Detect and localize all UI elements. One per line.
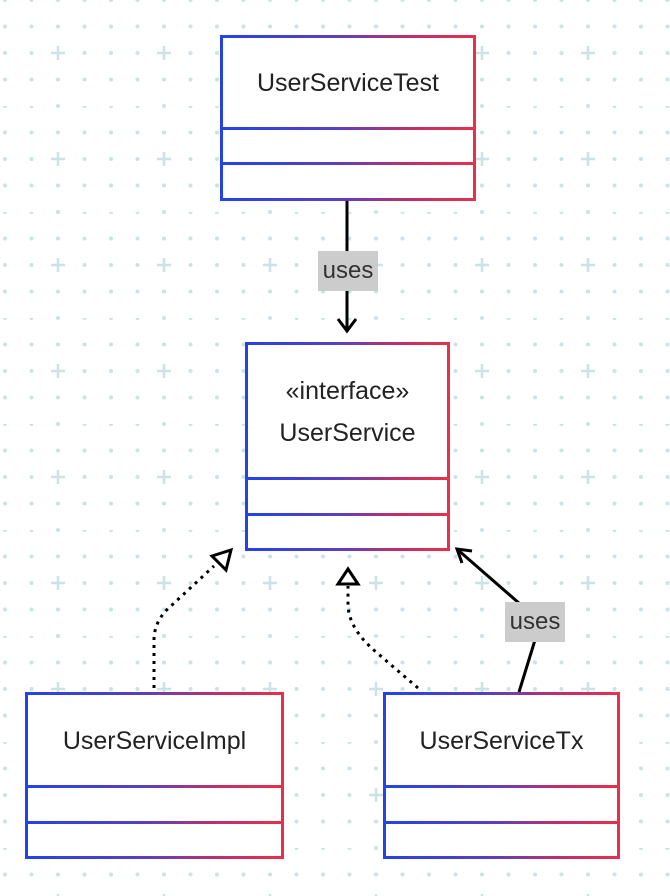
class-user-service-tx[interactable]: UserServiceTx [383,692,620,859]
impl-realization-arrowhead [209,547,234,573]
class-user-service-test-header: UserServiceTest [223,38,473,128]
tx-realization-edge [346,586,419,690]
class-user-service-test-name: UserServiceTest [257,69,439,97]
test-uses-arrowhead [336,318,358,334]
impl-realization-edge [152,564,216,688]
class-user-service-test[interactable]: UserServiceTest [220,35,476,201]
tx-uses-edge-upper [457,548,521,606]
tx-realization-arrowhead [335,566,361,586]
tx-uses-label: uses [505,602,565,642]
class-user-service-stereotype: «interface» [285,377,410,405]
class-user-service-tx-header: UserServiceTx [386,695,617,787]
class-user-service-methods-divider [248,513,447,516]
class-user-service[interactable]: «interface» UserService [245,342,450,551]
class-user-service-test-methods-divider [223,162,473,165]
class-user-service-tx-name: UserServiceTx [419,727,584,755]
class-user-service-impl-name: UserServiceImpl [62,727,247,755]
tx-uses-edge [517,639,537,693]
class-user-service-tx-methods-divider [386,821,617,824]
tx-uses-arrowhead [454,547,473,564]
test-uses-label: uses [318,251,378,291]
class-user-service-impl[interactable]: UserServiceImpl [25,692,284,859]
class-user-service-attributes-divider [248,477,447,480]
class-user-service-header: «interface» UserService [248,345,447,479]
class-user-service-impl-methods-divider [28,821,281,824]
class-user-service-impl-header: UserServiceImpl [28,695,281,787]
class-user-service-impl-attributes-divider [28,785,281,788]
class-user-service-name: UserService [279,419,416,447]
class-user-service-test-attributes-divider [223,127,473,130]
class-user-service-tx-attributes-divider [386,785,617,788]
